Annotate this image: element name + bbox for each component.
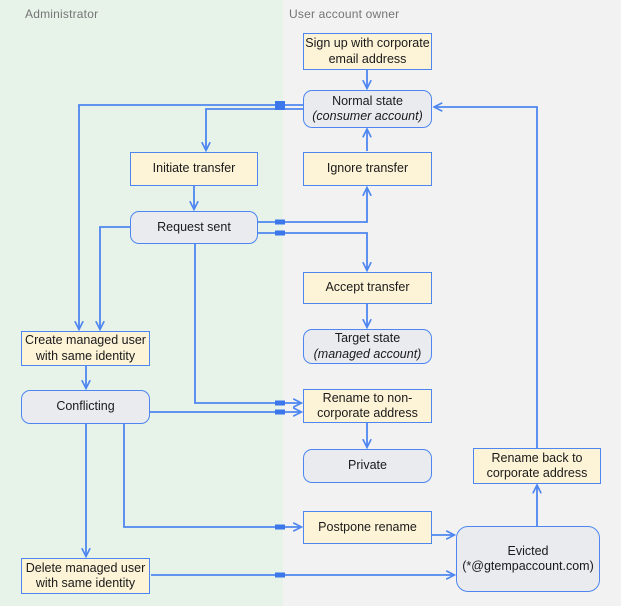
node-request-sent: Request sent xyxy=(130,211,258,244)
node-rename-back-to-corporate: Rename back to corporate address xyxy=(473,448,601,484)
node-label: Rename back to xyxy=(491,450,583,465)
node-target-state: Target state (managed account) xyxy=(303,329,432,364)
node-label: (managed account) xyxy=(313,346,422,361)
node-label: Target state xyxy=(334,331,401,345)
node-sign-up-with-corporate-email: Sign up with corporate email address xyxy=(303,33,432,70)
node-label: with same identity xyxy=(35,576,136,590)
node-postpone-rename: Postpone rename xyxy=(303,511,432,544)
lane-title-user-account-owner: User account owner xyxy=(289,7,400,21)
node-label: Request sent xyxy=(157,219,231,234)
lane-title-administrator: Administrator xyxy=(25,7,99,21)
node-rename-to-non-corporate: Rename to non- corporate address xyxy=(303,389,432,423)
node-evicted: Evicted (*@gtempaccount.com) xyxy=(456,526,600,592)
node-label: Conflicting xyxy=(56,399,115,414)
node-label: with same identity xyxy=(35,348,136,363)
node-label: Delete managed user xyxy=(25,560,146,575)
node-conflicting: Conflicting xyxy=(21,390,150,424)
node-label: (*@gtempaccount.com) xyxy=(462,559,594,573)
lane-administrator xyxy=(0,0,283,606)
node-label: Accept transfer xyxy=(325,280,410,295)
node-delete-managed-user: Delete managed user with same identity xyxy=(21,558,150,594)
node-label: corporate address xyxy=(486,466,588,480)
node-label: Postpone rename xyxy=(318,519,417,534)
node-label: Create managed user xyxy=(25,333,146,347)
node-create-managed-user: Create managed user with same identity xyxy=(21,331,150,366)
node-label: Normal state xyxy=(332,93,403,108)
node-private: Private xyxy=(303,449,432,483)
node-label: Sign up with corporate xyxy=(305,36,430,50)
node-ignore-transfer: Ignore transfer xyxy=(303,152,432,186)
node-label: Private xyxy=(348,458,387,473)
node-label: email address xyxy=(328,51,407,66)
node-label: (consumer account) xyxy=(312,109,423,123)
node-normal-state: Normal state (consumer account) xyxy=(303,90,432,128)
node-label: Ignore transfer xyxy=(326,161,409,176)
node-initiate-transfer: Initiate transfer xyxy=(130,152,258,186)
node-label: Rename to non- xyxy=(322,390,413,405)
node-accept-transfer: Accept transfer xyxy=(303,272,432,304)
node-label: Evicted xyxy=(507,543,549,558)
node-label: corporate address xyxy=(317,406,418,420)
node-label: Initiate transfer xyxy=(152,161,236,176)
